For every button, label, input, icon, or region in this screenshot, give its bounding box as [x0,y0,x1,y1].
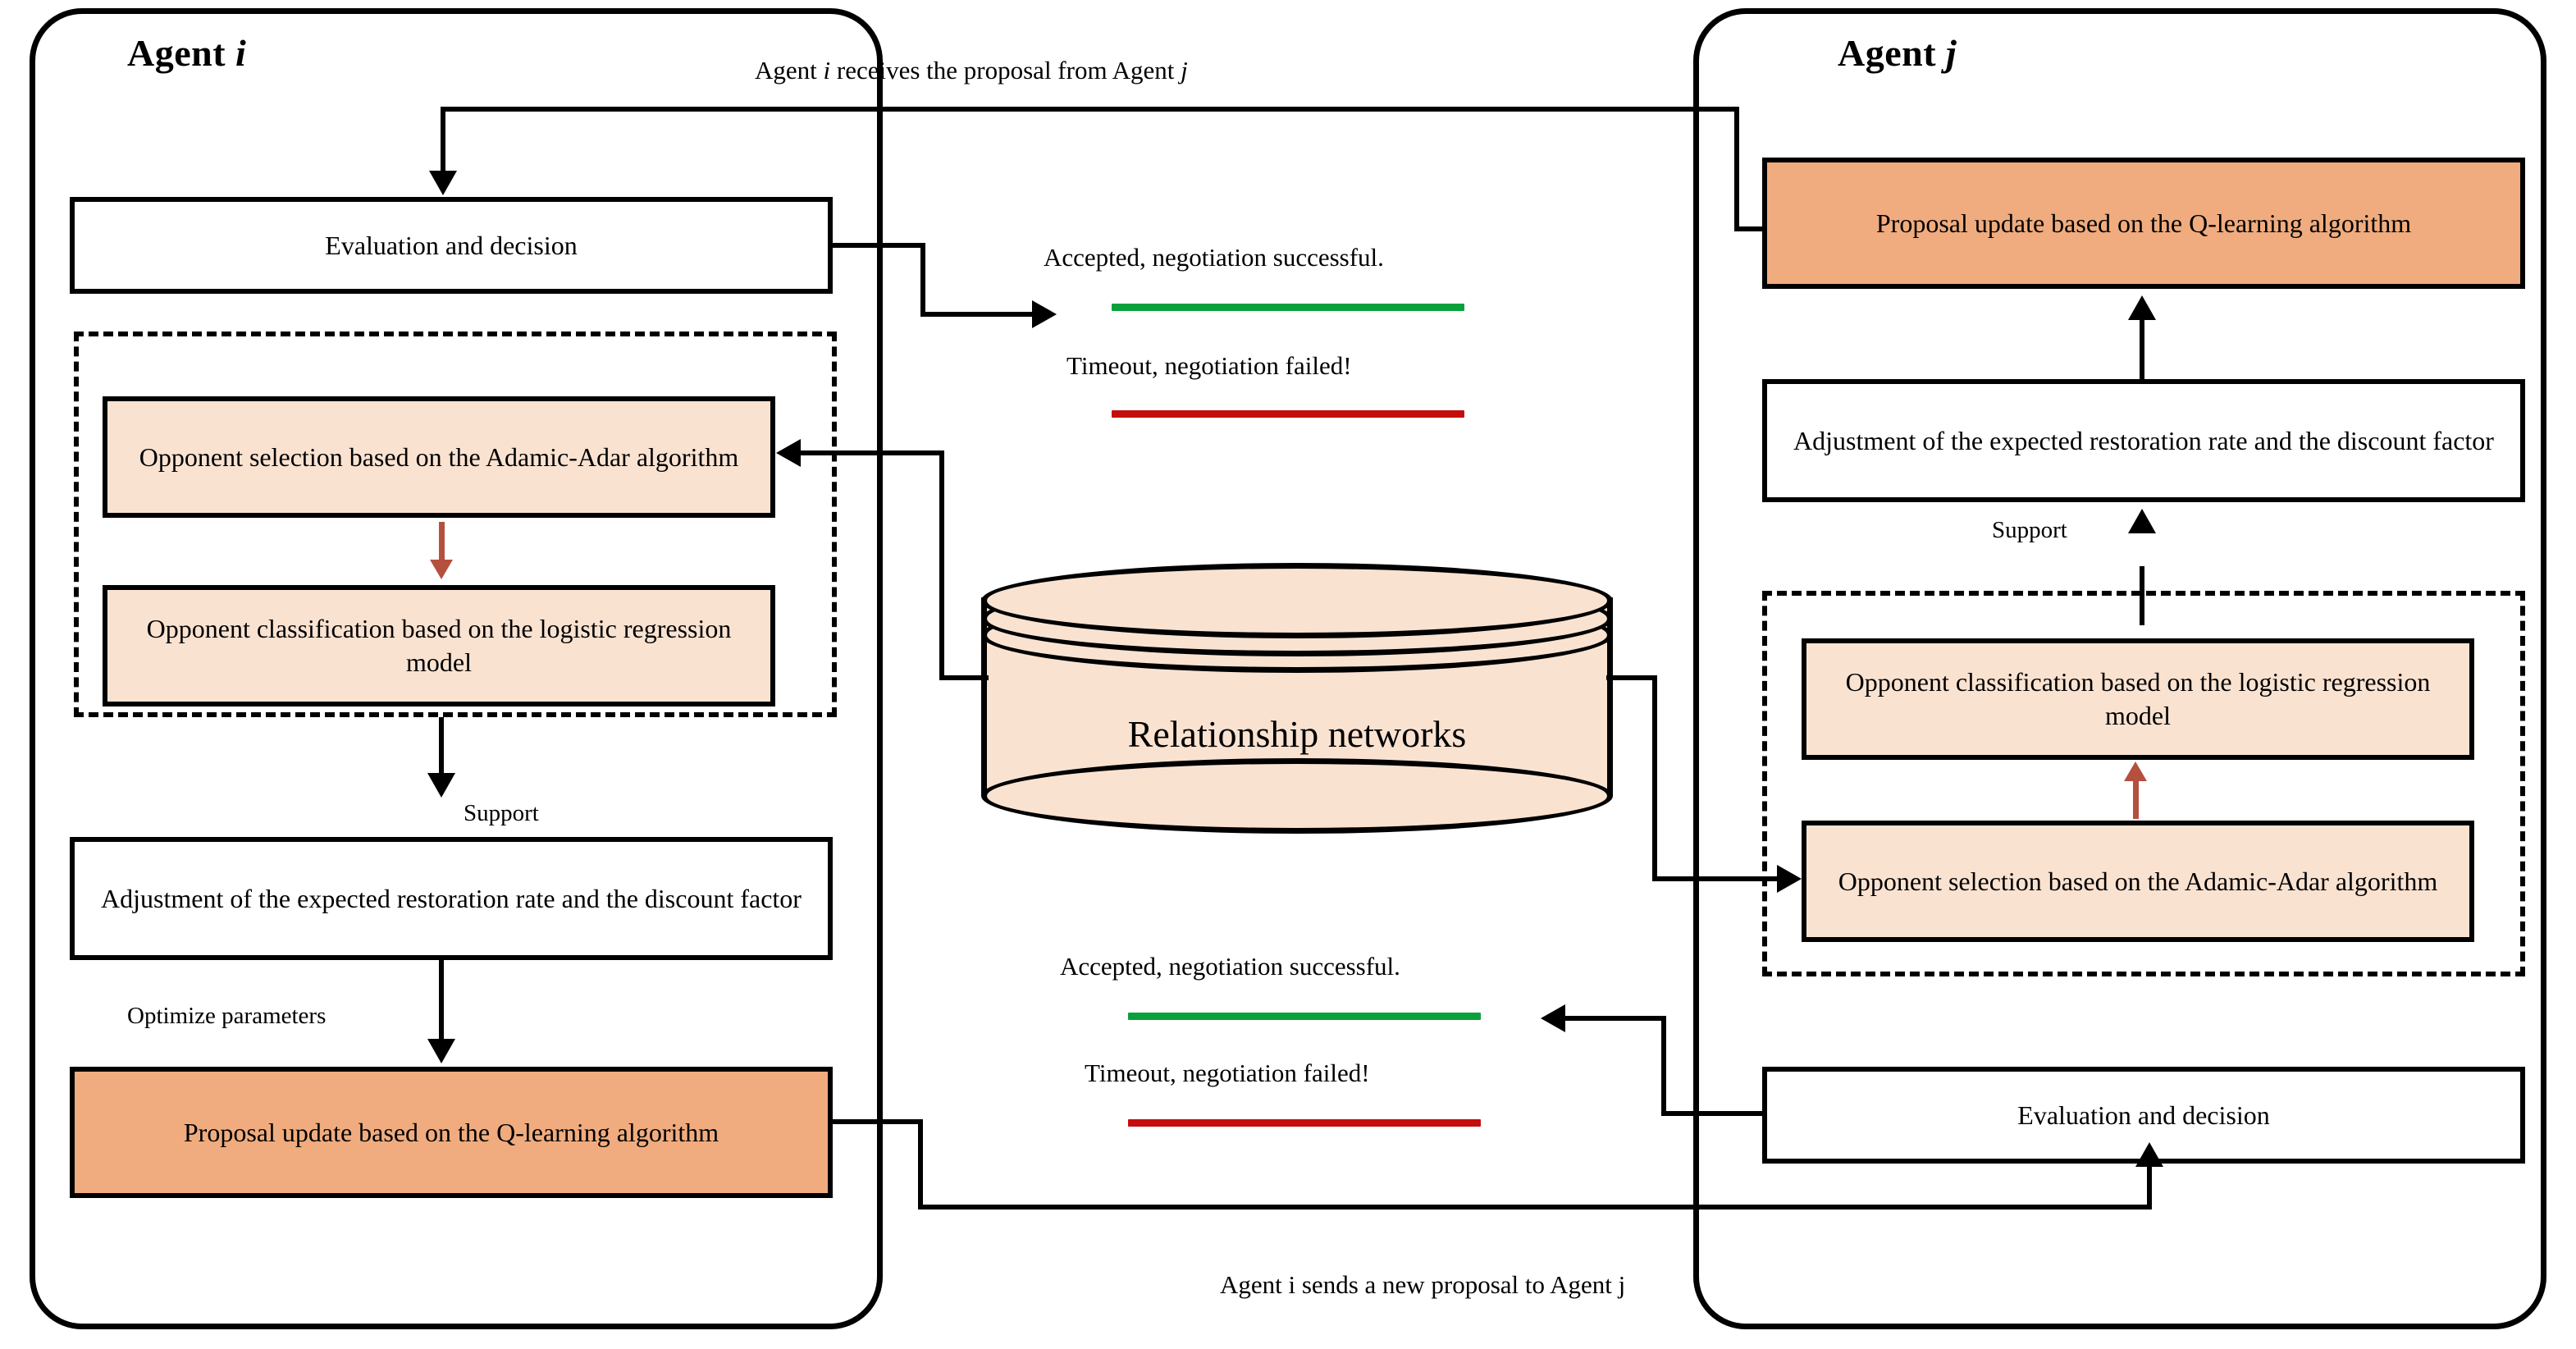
datastore-right-out-seg2 [1652,675,1657,880]
agent-j-panel [1693,8,2546,1329]
agent-j-support-arrowhead-icon [2128,509,2156,533]
agent-j-title: Agent j [1838,31,1957,75]
agent-j-opponent-selection-box[interactable]: Opponent selection based on the Adamic-A… [1802,821,2474,942]
agent-i-eval-out-arrowhead-icon [1032,300,1057,328]
agent-j-eval-out-seg2 [1661,1016,1666,1116]
top-caption-mid: receives the proposal from Agent [830,56,1181,85]
bottom-route-seg4 [2147,1167,2152,1210]
top-route-seg-right-down [1734,107,1739,231]
agent-i-eval-out-seg1 [833,243,925,248]
bottom-route-arrowhead-icon [2135,1142,2163,1167]
agent-i-opponent-classification-box[interactable]: Opponent classification based on the log… [103,585,775,707]
agent-i-opponent-selection-box[interactable]: Opponent selection based on the Adamic-A… [103,396,775,518]
status-bottom-accepted-rule [1128,1013,1481,1020]
agent-j-adjust-to-proposal-arrowhead-icon [2128,295,2156,320]
agent-i-internal-red-arrowhead-icon [430,560,453,579]
agent-i-optimize-arrowhead-icon [427,1039,455,1063]
agent-j-eval-out-seg3 [1565,1016,1666,1021]
agent-i-optimize-connector [439,960,444,1042]
status-bottom-accepted-label: Accepted, negotiation successful. [1060,952,1400,981]
agent-j-opponent-classification-box[interactable]: Opponent classification based on the log… [1802,638,2474,760]
top-route-seg-left-down [441,107,445,174]
agent-i-opponent-group [74,332,837,717]
agent-j-adjustment-box[interactable]: Adjustment of the expected restoration r… [1762,379,2525,502]
agent-j-title-var: j [1946,32,1957,74]
datastore-left-arrowhead-icon [776,439,801,467]
datastore-left-out-seg1 [939,675,989,680]
agent-i-support-label: Support [464,800,539,826]
status-bottom-timeout-rule [1128,1119,1481,1127]
agent-i-eval-out-seg2 [920,243,925,317]
agent-i-support-connector [439,717,444,776]
datastore-left-out-seg3 [800,450,944,455]
agent-i-evaluation-box[interactable]: Evaluation and decision [70,197,833,294]
status-top-accepted-rule [1112,304,1464,311]
datastore-right-arrowhead-icon [1777,865,1802,893]
agent-j-eval-out-seg1 [1661,1111,1766,1116]
agent-j-adjust-to-proposal-connector [2140,320,2144,382]
agent-i-support-arrowhead-icon [427,773,455,798]
bottom-caption: Agent i sends a new proposal to Agent j [1220,1270,1626,1299]
datastore-bottom-ellipse [981,758,1613,834]
agent-i-title-prefix: Agent [127,32,236,74]
top-caption: Agent i receives the proposal from Agent… [755,56,1188,85]
top-route-seg-right-stub [1734,226,1767,231]
agent-i-eval-out-seg3 [920,312,1034,317]
agent-i-title: Agent i [127,31,246,75]
agent-i-proposal-update-box[interactable]: Proposal update based on the Q-learning … [70,1067,833,1198]
top-caption-var-j: j [1181,56,1188,85]
agent-j-eval-out-arrowhead-icon [1541,1004,1565,1032]
agent-j-opponent-group [1762,591,2525,976]
bottom-route-seg3 [918,1205,2152,1210]
bottom-route-seg1 [833,1119,923,1124]
agent-j-internal-red-connector [2133,780,2139,819]
status-top-timeout-label: Timeout, negotiation failed! [1066,351,1352,380]
status-bottom-timeout-label: Timeout, negotiation failed! [1085,1059,1370,1087]
bottom-route-seg2 [918,1119,923,1210]
agent-j-internal-red-arrowhead-icon [2124,761,2147,781]
top-caption-pre: Agent [755,56,824,85]
datastore-right-out-seg3 [1652,876,1779,881]
agent-i-panel [30,8,883,1329]
agent-i-optimize-label: Optimize parameters [127,1003,327,1029]
agent-j-support-label: Support [1992,517,2067,543]
datastore-label: Relationship networks [1127,713,1467,755]
top-route-arrowhead-icon [429,171,457,195]
agent-i-title-var: i [235,32,247,74]
agent-j-title-prefix: Agent [1838,32,1947,74]
status-top-accepted-label: Accepted, negotiation successful. [1044,243,1384,272]
datastore-right-out-seg1 [1606,675,1657,680]
datastore-left-out-seg2 [939,450,944,680]
status-top-timeout-rule [1112,410,1464,418]
top-caption-var-i: i [823,56,831,85]
agent-i-adjustment-box[interactable]: Adjustment of the expected restoration r… [70,837,833,960]
agent-i-internal-red-connector [439,522,445,561]
relationship-networks-datastore[interactable]: Relationship networks [981,563,1613,834]
agent-j-proposal-update-box[interactable]: Proposal update based on the Q-learning … [1762,158,2525,289]
agent-j-support-connector [2140,566,2144,625]
top-route-seg-horizontal [441,107,1739,112]
datastore-top-ellipse-1 [981,563,1613,638]
agent-j-evaluation-box[interactable]: Evaluation and decision [1762,1067,2525,1164]
